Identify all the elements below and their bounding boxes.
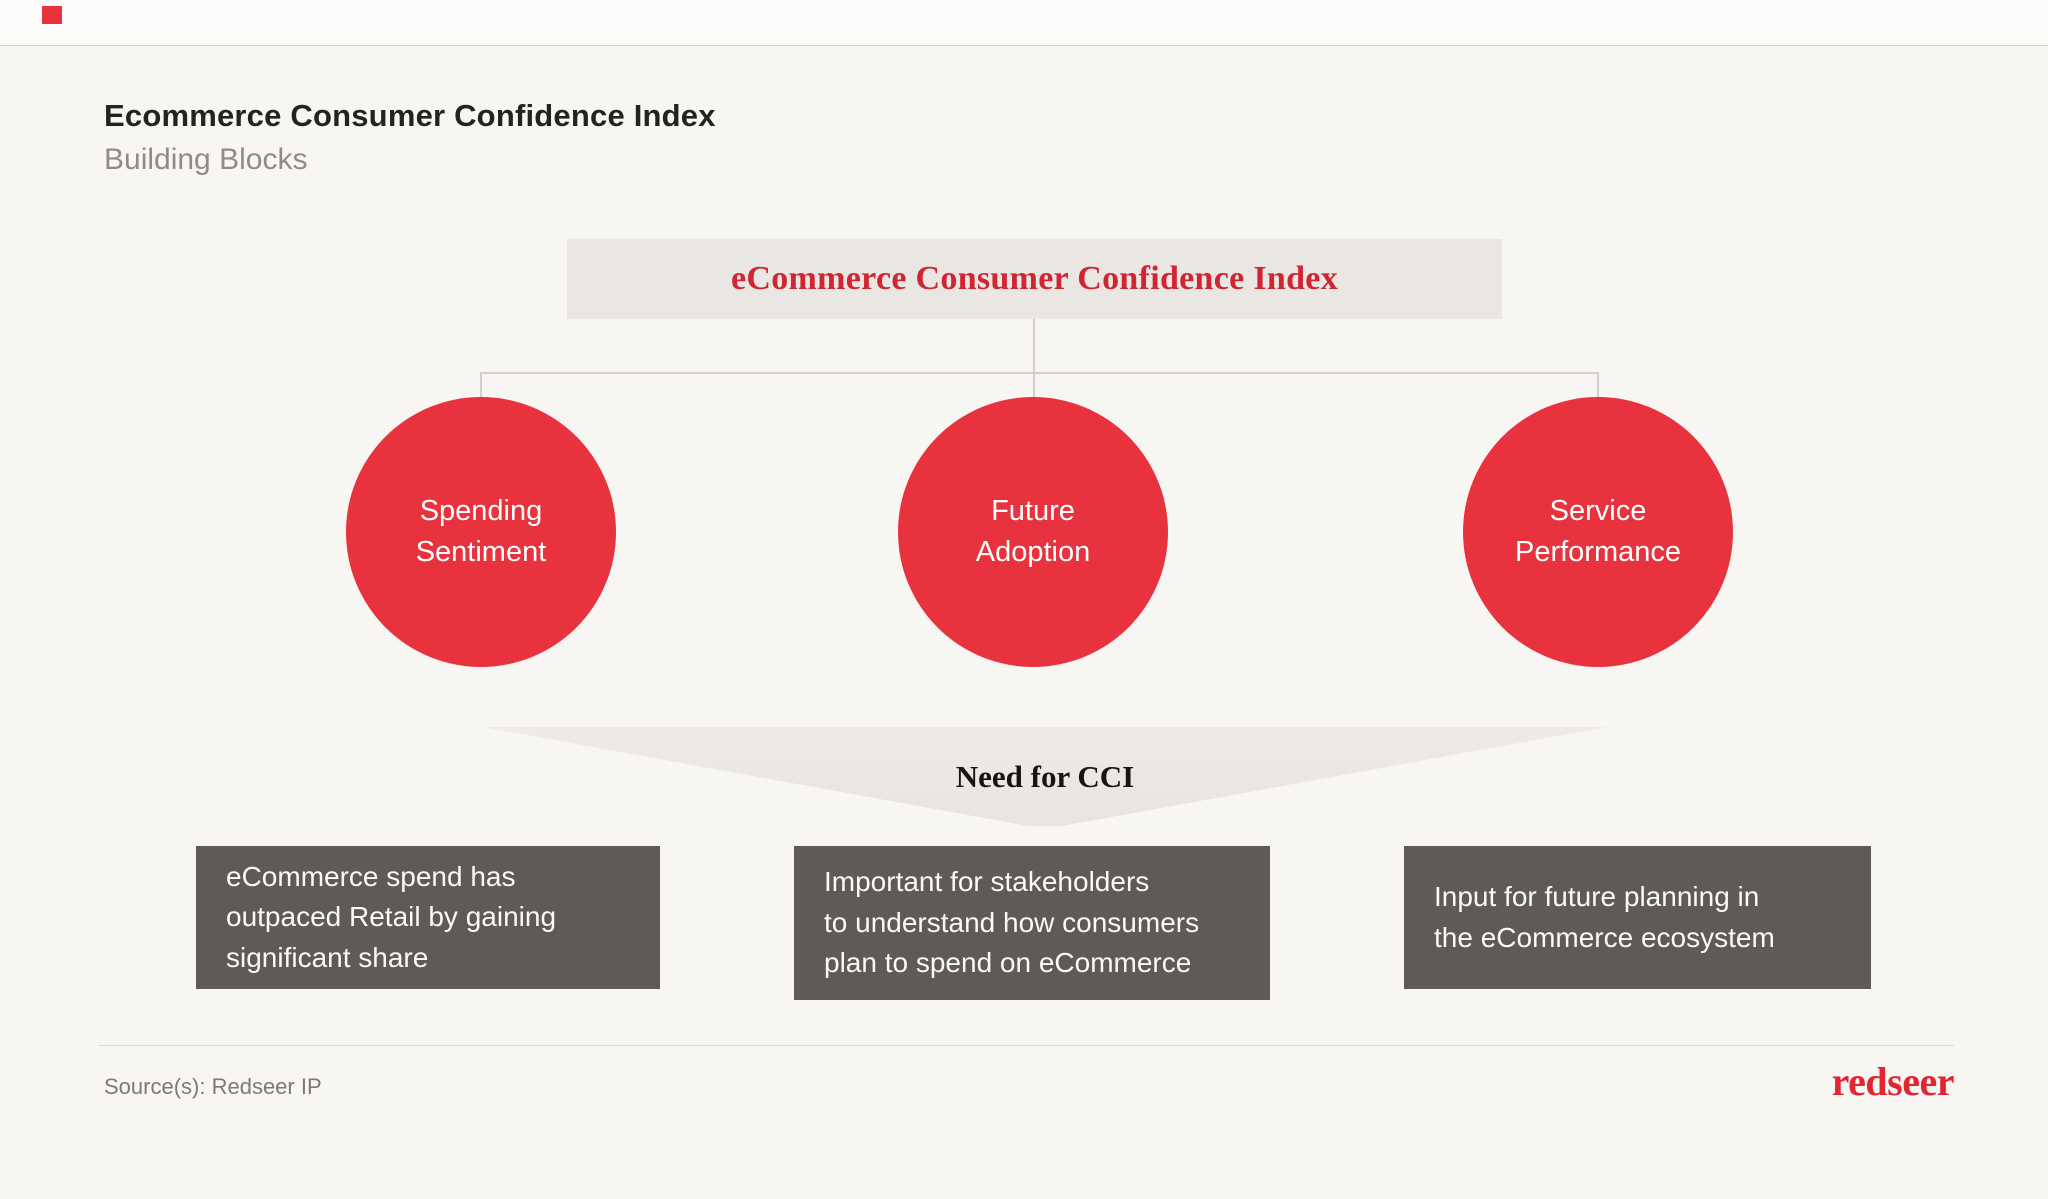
note-card-spending: eCommerce spend has outpaced Retail by g… <box>196 846 660 989</box>
branch-label-future-adoption: Future Adoption <box>975 494 1091 568</box>
connector-stub-right <box>1597 373 1599 399</box>
page-title: Ecommerce Consumer Confidence Index <box>104 98 716 133</box>
note-text-planning: Input for future planning in the eCommer… <box>1434 880 1775 953</box>
connector-root-vertical <box>1033 319 1035 373</box>
branch-node-future-adoption: Future Adoption <box>898 397 1168 667</box>
funnel-label: Need for CCI <box>955 758 1135 794</box>
funnel-arrow: Need for CCI <box>483 727 1607 826</box>
source-note: Source(s): Redseer IP <box>104 1074 322 1099</box>
page-subtitle: Building Blocks <box>104 143 308 176</box>
connector-stub-left <box>480 373 482 399</box>
footer-divider <box>98 1045 1954 1046</box>
connector-horizontal <box>480 372 1599 374</box>
root-node-label: eCommerce Consumer Confidence Index <box>731 260 1338 297</box>
root-node: eCommerce Consumer Confidence Index <box>567 239 1502 319</box>
branch-node-spending-sentiment: Spending Sentiment <box>346 397 616 667</box>
branch-label-service-performance: Service Performance <box>1514 494 1681 568</box>
note-card-stakeholders: Important for stakeholders to understand… <box>794 846 1270 1000</box>
note-card-planning: Input for future planning in the eCommer… <box>1404 846 1871 989</box>
connector-stub-middle <box>1033 373 1035 399</box>
redseer-logo: redseer <box>1831 1059 1955 1104</box>
branch-label-spending-sentiment: Spending Sentiment <box>415 494 547 568</box>
branch-node-service-performance: Service Performance <box>1463 397 1733 667</box>
top-bar <box>0 0 2048 46</box>
brand-corner-mark <box>42 6 62 24</box>
note-text-stakeholders: Important for stakeholders to understand… <box>824 866 1200 979</box>
note-text-spending: eCommerce spend has outpaced Retail by g… <box>226 860 557 973</box>
